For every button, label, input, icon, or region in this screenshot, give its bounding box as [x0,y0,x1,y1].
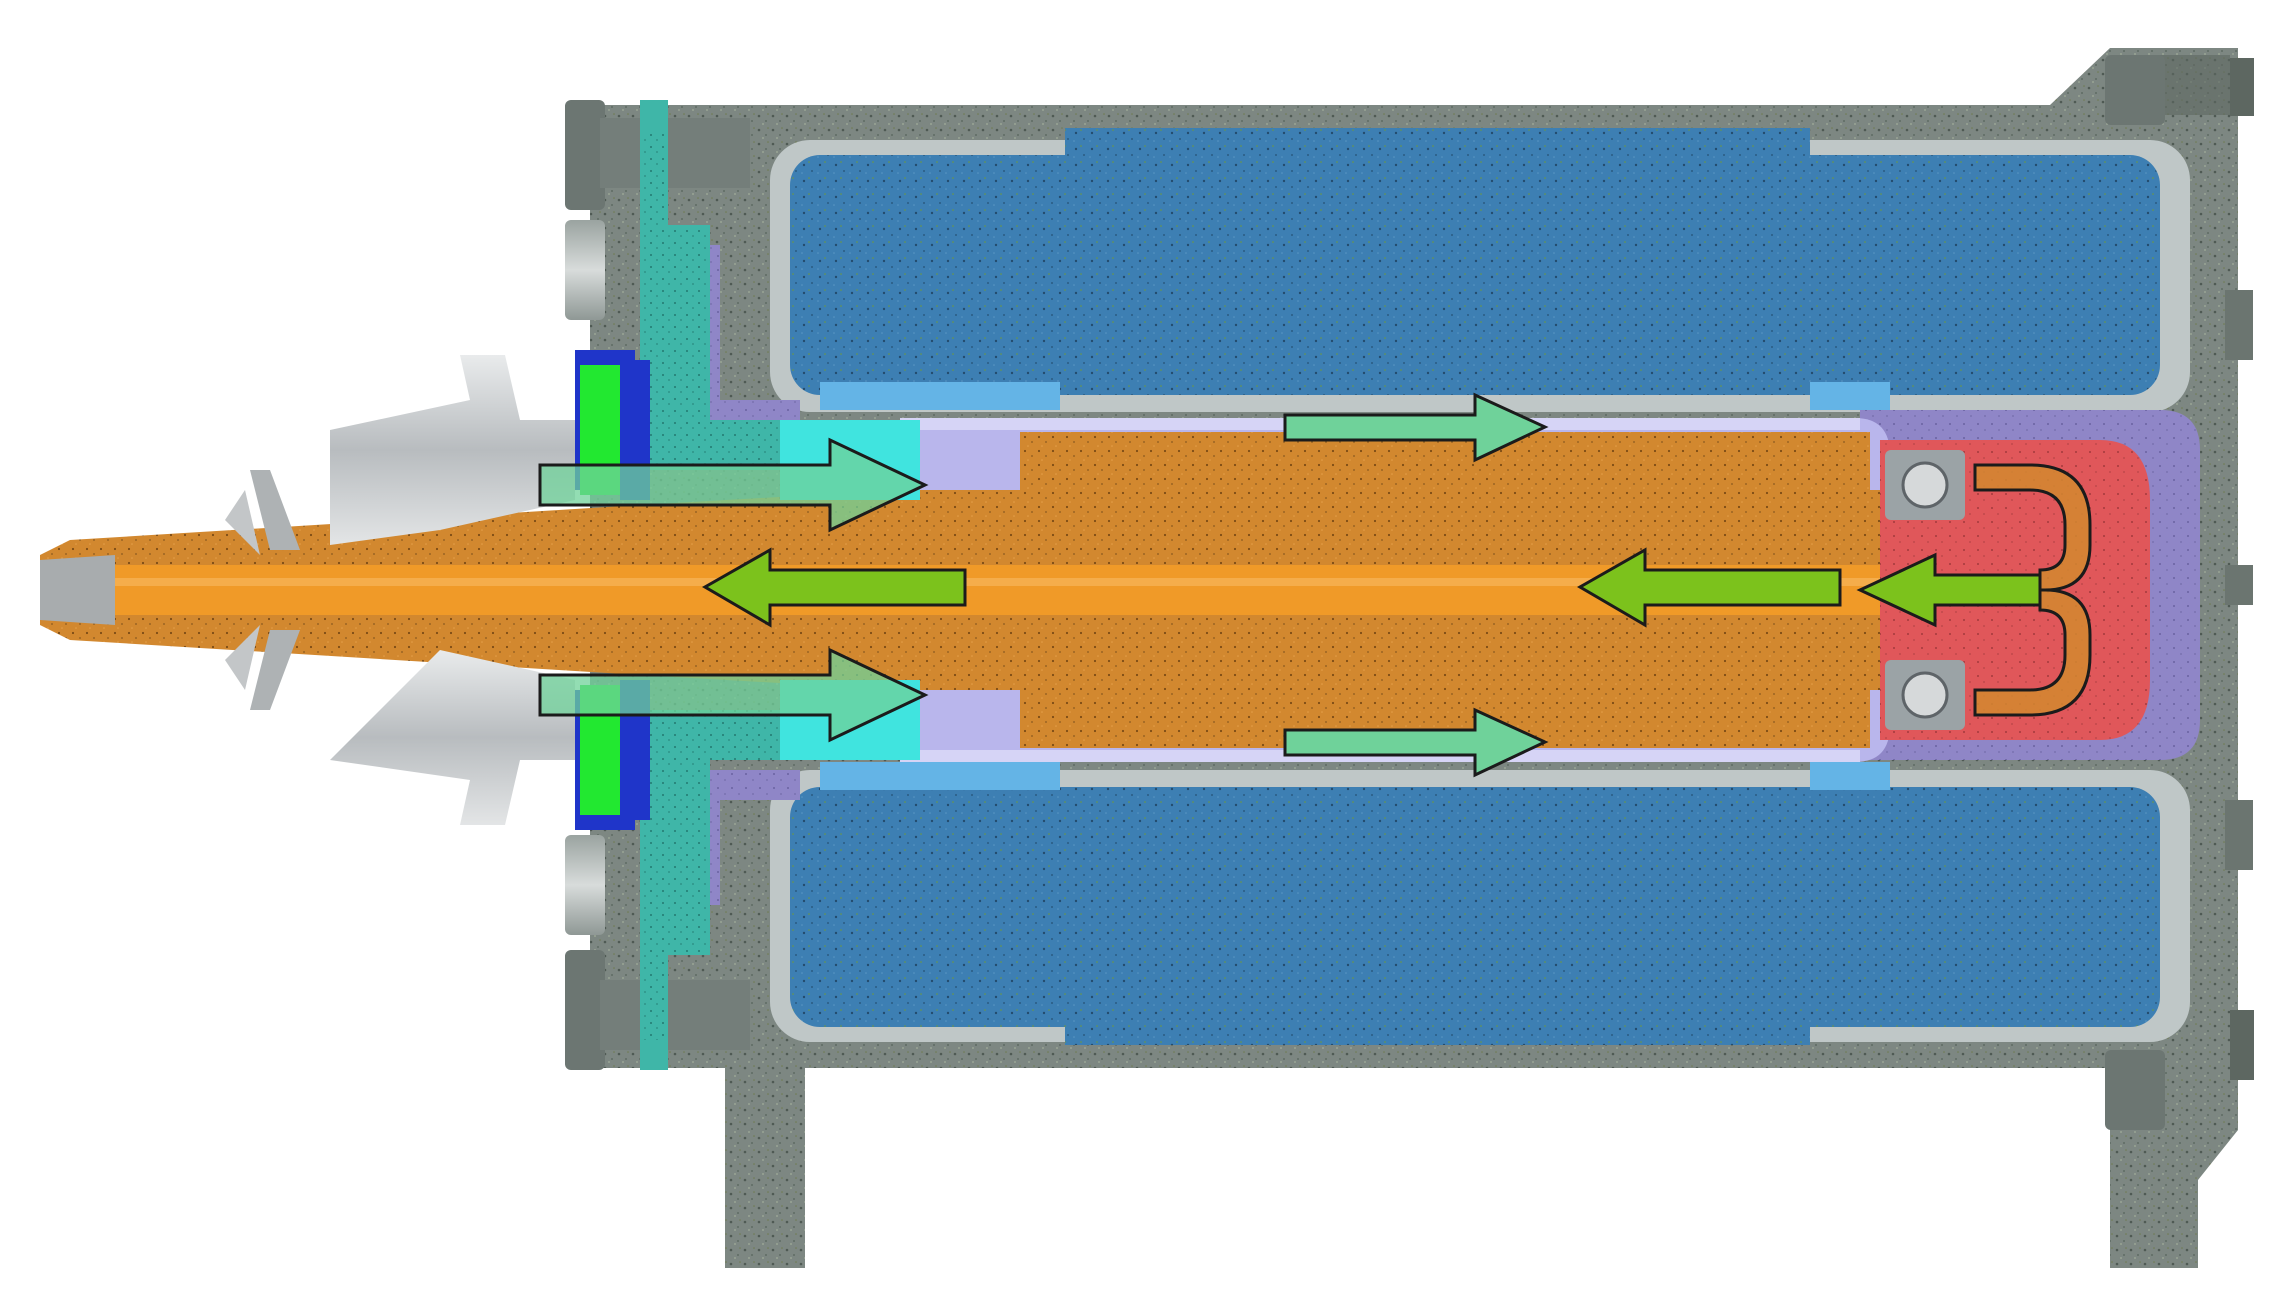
u-turn-arrow [1973,588,2092,717]
rear-bearing-lower [1885,660,1965,730]
stator-upper [770,128,2190,412]
impeller [225,355,575,825]
flange-bolts [565,55,2165,1130]
right-arrow [1283,392,1549,463]
left-arrow [1576,547,1842,628]
right-arrow [1283,707,1549,778]
right-arrow [538,647,929,743]
left-arrow [1856,552,2042,628]
rear-bearing-upper [1885,450,1965,520]
right-arrow [538,437,929,533]
left-arrow [701,547,967,628]
stator-lower [770,762,2190,1045]
